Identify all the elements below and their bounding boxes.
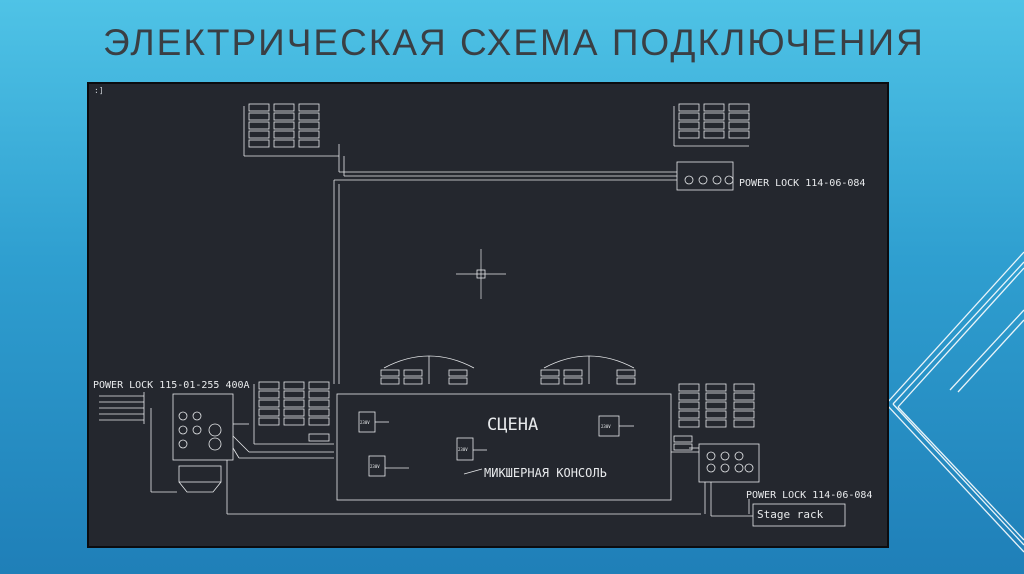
breaker-group-bottom-left	[253, 381, 334, 445]
power-lock-box-bottom-right	[698, 443, 760, 483]
breaker-group-bottom-right	[673, 383, 755, 451]
stage-label: СЦЕНА	[487, 415, 538, 435]
power-lock-label-top-right: POWER LOCK 114-06-084	[739, 178, 865, 189]
console-label: МИКШЕРНАЯ КОНСОЛЬ	[484, 466, 607, 480]
breaker-group-top-right	[673, 103, 750, 147]
viewport-marker: :]	[94, 86, 104, 95]
voltage-label: 230V	[458, 447, 468, 452]
power-lock-box-left	[172, 393, 234, 461]
power-lock-box-top-right	[676, 161, 734, 191]
breaker-group-stage-right	[540, 369, 636, 385]
voltage-label: 230V	[360, 420, 370, 425]
voltage-label: 230V	[370, 464, 380, 469]
wiring-diagram: POWER LOCK 114-06-084 POWER LOCK 115-01-…	[93, 103, 872, 527]
power-lock-label-bottom-right: POWER LOCK 114-06-084	[746, 490, 872, 501]
stage-rack-label: Stage rack	[757, 508, 824, 521]
slide-title: ЭЛЕКТРИЧЕСКАЯ СХЕМА ПОДКЛЮЧЕНИЯ	[103, 22, 925, 63]
stage-area	[336, 393, 672, 501]
power-lock-label-left: POWER LOCK 115-01-255 400A	[93, 380, 250, 391]
breaker-group-stage-left	[380, 369, 468, 385]
breaker-group-top-left	[243, 103, 340, 157]
voltage-label: 230V	[601, 424, 611, 429]
stage-rack-box	[752, 503, 846, 527]
cad-drawing: :]	[87, 82, 889, 548]
